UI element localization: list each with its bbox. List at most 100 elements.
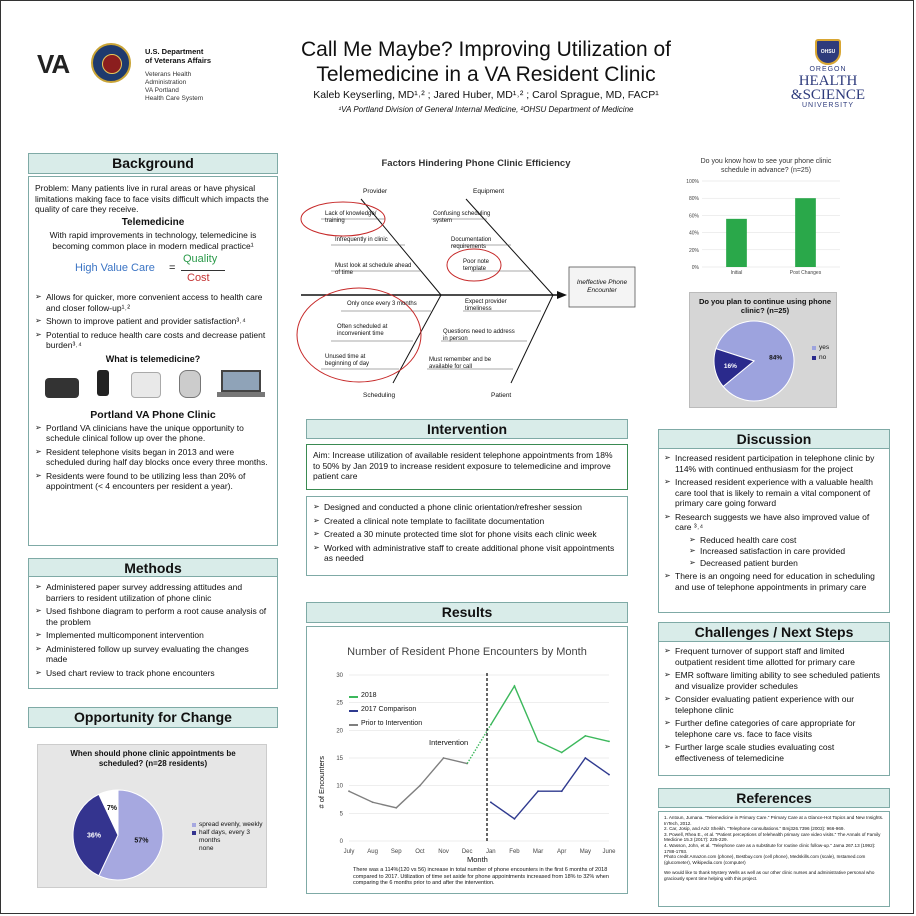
va-seal-icon	[91, 43, 131, 83]
y-tick-label: 40%	[689, 231, 700, 237]
intervention-steps: Designed and conducted a phone clinic or…	[306, 496, 628, 576]
reference-item: Photo credit Amazon.com (phone), Bestbuy…	[664, 854, 866, 865]
data-point	[584, 757, 587, 759]
results-box: Number of Resident Phone Encounters by M…	[306, 626, 628, 894]
formula-left: High Value Care	[75, 262, 155, 274]
survey-pie-legend: yes no	[812, 343, 829, 363]
bar	[726, 218, 747, 267]
survey-bar-title: Do you know how to see your phone clinic…	[700, 158, 832, 174]
list-item: Potential to reduce health care costs an…	[35, 330, 271, 351]
glucometer-icon	[179, 370, 201, 398]
pie-slice-label: 7%	[107, 805, 118, 812]
references-box: 1. Antoun, Jumana. "Telemedicine in Prim…	[658, 811, 890, 907]
x-tick-label: June	[602, 849, 616, 855]
opportunity-heading: Opportunity for Change	[28, 707, 278, 728]
x-tick-label: July	[344, 849, 355, 855]
data-point	[608, 773, 610, 776]
results-y-label: # of Encounters	[316, 755, 326, 809]
x-tick-label: Nov	[438, 849, 449, 855]
fishbone-diagram	[296, 198, 636, 384]
list-item: Further large scale studies evaluating c…	[664, 742, 884, 763]
x-tick-label: Sep	[391, 849, 402, 855]
pie-slice	[98, 789, 164, 881]
data-point	[442, 757, 445, 759]
background-box: Problem: Many patients live in rural are…	[28, 176, 278, 546]
list-item: Created a 30 minute protected time slot …	[313, 529, 621, 540]
series-line	[490, 684, 610, 754]
opportunity-chart: When should phone clinic appointments be…	[37, 744, 267, 888]
x-tick-label: Jan	[486, 849, 496, 855]
list-item: Administered follow up survey evaluating…	[35, 644, 271, 665]
category-scheduling: Scheduling	[363, 392, 396, 399]
list-item: Portland VA clinicians have the unique o…	[35, 423, 271, 444]
poster-authors: Kaleb Keyserling, MD¹˒² ; Jared Huber, M…	[313, 89, 659, 101]
methods-box: Administered paper survey addressing att…	[28, 576, 278, 689]
poster-title: Call Me Maybe? Improving Utilization of …	[301, 38, 671, 86]
data-point	[537, 790, 539, 793]
list-item: EMR software limiting ability to see sch…	[664, 670, 884, 691]
y-tick-label: 20	[336, 728, 343, 734]
list-item: Consider evaluating patient experience w…	[664, 694, 884, 715]
y-tick-label: 80%	[689, 196, 700, 202]
formula-equals: =	[169, 262, 176, 274]
fishbone-effect: Ineffective Phone Encounter	[576, 279, 628, 294]
results-heading: Results	[306, 602, 628, 623]
fishbone-labels: Provider Equipment Scheduling Patient In…	[291, 171, 651, 411]
x-tick-label: Dec	[462, 849, 473, 855]
list-item: There is an ongoing need for education i…	[664, 571, 884, 592]
list-item: Used chart review to track phone encount…	[35, 668, 271, 679]
acknowledgement: We would like to thank Mystery Wells as …	[664, 870, 875, 881]
poster-affiliations: ¹VA Portland Division of General Interna…	[338, 105, 634, 114]
list-item: Increased resident participation in tele…	[664, 453, 884, 474]
intervention-annotation: Intervention	[429, 738, 469, 747]
pie-slice	[98, 789, 119, 836]
list-item: Reduced health care cost	[689, 535, 884, 546]
cell-phone-icon	[97, 370, 109, 396]
va-logo: VA U.S. Department of Veterans Affairs V…	[37, 43, 227, 113]
portland-heading: Portland VA Phone Clinic	[90, 409, 216, 421]
references-heading: References	[658, 788, 890, 808]
background-heading: Background	[28, 153, 278, 174]
device-images	[35, 366, 271, 406]
category-provider: Provider	[363, 188, 388, 195]
data-point	[395, 806, 398, 809]
y-tick-label: 5	[340, 811, 344, 817]
formula-bar	[181, 270, 225, 271]
data-point	[419, 784, 421, 787]
telemedicine-text: With rapid improvements in technology, t…	[49, 230, 257, 251]
list-item: Allows for quicker, more convenient acce…	[35, 292, 271, 313]
data-point	[513, 685, 516, 687]
list-item: Designed and conducted a phone clinic or…	[313, 502, 621, 513]
challenges-box: Frequent turnover of support staff and l…	[658, 641, 890, 776]
formula-bottom: Cost	[187, 272, 210, 284]
va-subtitle: Veterans Health Administration VA Portla…	[145, 71, 204, 102]
challenges-heading: Challenges / Next Steps	[658, 622, 890, 642]
x-tick-label: Feb	[509, 849, 520, 855]
fishbone-title: Factors Hindering Phone Clinic Efficienc…	[381, 158, 571, 169]
pie-slice	[72, 793, 119, 877]
reference-item: 4. Wasson, John, et al. "Telephone care …	[664, 842, 876, 854]
list-item: Residents were found to be utilizing les…	[35, 471, 271, 492]
x-tick-label: Mar	[533, 849, 543, 855]
methods-heading: Methods	[28, 558, 278, 577]
list-item: Administered paper survey addressing att…	[35, 582, 271, 603]
methods-bullets: Administered paper survey addressing att…	[35, 582, 271, 678]
series-line	[490, 757, 610, 820]
data-point	[348, 790, 350, 793]
x-tick-label: Post Changes	[790, 270, 822, 276]
reference-item: 1. Antoun, Jumana. "Telemedicine in Prim…	[664, 815, 884, 826]
reference-item: 2. Car, Josip, and Aziz Sheikh. "Telepho…	[664, 826, 845, 832]
data-point	[537, 740, 539, 743]
scale-icon	[131, 372, 161, 398]
data-point	[560, 790, 563, 793]
portland-bullets: Portland VA clinicians have the unique o…	[35, 423, 271, 492]
results-caption: There was a 114%(120 vs 56) increase in …	[353, 867, 609, 886]
opportunity-box: When should phone clinic appointments be…	[28, 728, 278, 908]
list-item: Further define categories of care approp…	[664, 718, 884, 739]
problem-statement: Problem: Many patients live in rural are…	[35, 183, 269, 214]
results-chart-title: Number of Resident Phone Encounters by M…	[347, 646, 587, 658]
reference-item: 3. Powell, Rhea E., et al. "Patient perc…	[664, 831, 881, 843]
category-patient: Patient	[491, 392, 512, 399]
